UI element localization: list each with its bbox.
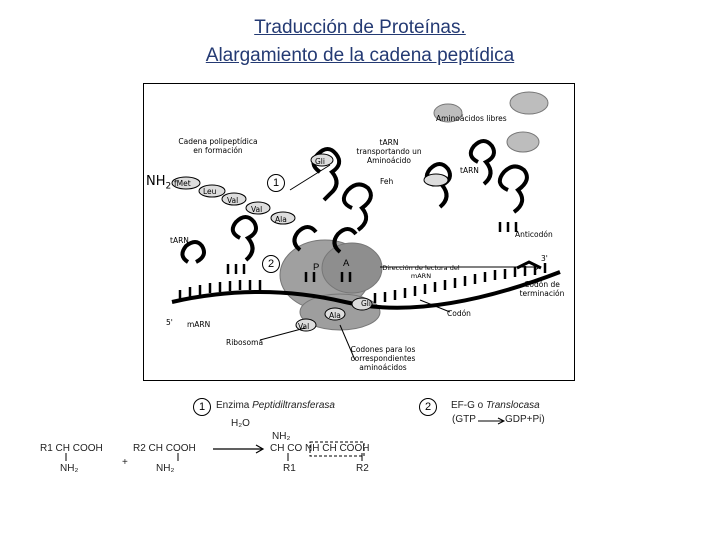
trna [344,184,371,230]
label-5-prime: 5' [166,318,173,327]
label-gli: Gli [315,157,325,166]
reaction-product-amine: NH₂ [272,431,290,443]
free-aminoacid [510,92,548,114]
legend-1-marker: 1 [193,398,211,416]
label-free-aminoacids: Aminoácidos libres [436,114,507,123]
reaction-product-r1: R1 [283,463,296,475]
reaction-aa2-amine: NH₂ [156,463,174,475]
legend-gtp: (GTP [452,414,476,426]
label-val-2: Val [251,205,262,214]
trna [500,166,527,212]
trna [233,217,256,260]
label-site-a: A [343,258,349,269]
label-anticodon: Anticodón [515,230,553,239]
label-codons-for-aa: Codones para los correspondientes aminoá… [343,345,423,372]
reaction-aa2: R2 CH COOH [133,443,196,455]
label-site-p: P [313,262,319,273]
label-ala: Ala [275,215,287,224]
label-trna-right: tARN [460,166,479,175]
reaction-product: CH CO NH CH COOH [270,443,369,455]
step-1-marker: 1 [267,174,285,192]
label-trna-left: tARN [170,236,189,245]
reaction-aa1-amine: NH₂ [60,463,78,475]
reaction-water: H₂O [231,418,250,430]
step-2-marker: 2 [262,255,280,273]
reaction-aa1: R1 CH COOH [40,443,103,455]
label-stop-codon: Codón de terminación [514,280,570,298]
label-trna-carrying: tARN transportando un Aminoácido [354,138,424,165]
ribosome-small-subunit [322,243,382,293]
reaction-product-r2: R2 [356,463,369,475]
label-leu: Leu [203,187,216,196]
label-reading-direction: Dirección de lectura del mARN [380,264,462,280]
free-aminoacid [507,132,539,152]
label-val-bottom: Val [298,322,309,331]
trna [182,242,204,262]
legend-translocase: EF-G o Translocasa [451,400,540,412]
label-mrna: mARN [187,320,210,329]
label-chain: Cadena polipeptídica en formación [175,137,261,155]
label-fmet: fMet [174,179,191,188]
aa-phe [424,174,448,186]
label-codon: Codón [447,309,471,318]
legend-gdp: GDP+Pi) [505,414,545,426]
label-ribosome: Ribosoma [226,338,263,347]
label-ala-bottom: Ala [329,311,341,320]
label-3-prime: 3' [541,254,548,263]
label-phe: Feh [380,177,393,186]
label-nh2: NH2 [146,175,171,194]
reaction-plus: + [122,457,128,469]
label-val: Val [227,196,238,205]
legend-2-marker: 2 [419,398,437,416]
trna [471,141,494,184]
label-gli-bottom: Gli [361,299,371,308]
legend-enzyme: Enzima Peptidiltransferasa [216,400,335,412]
